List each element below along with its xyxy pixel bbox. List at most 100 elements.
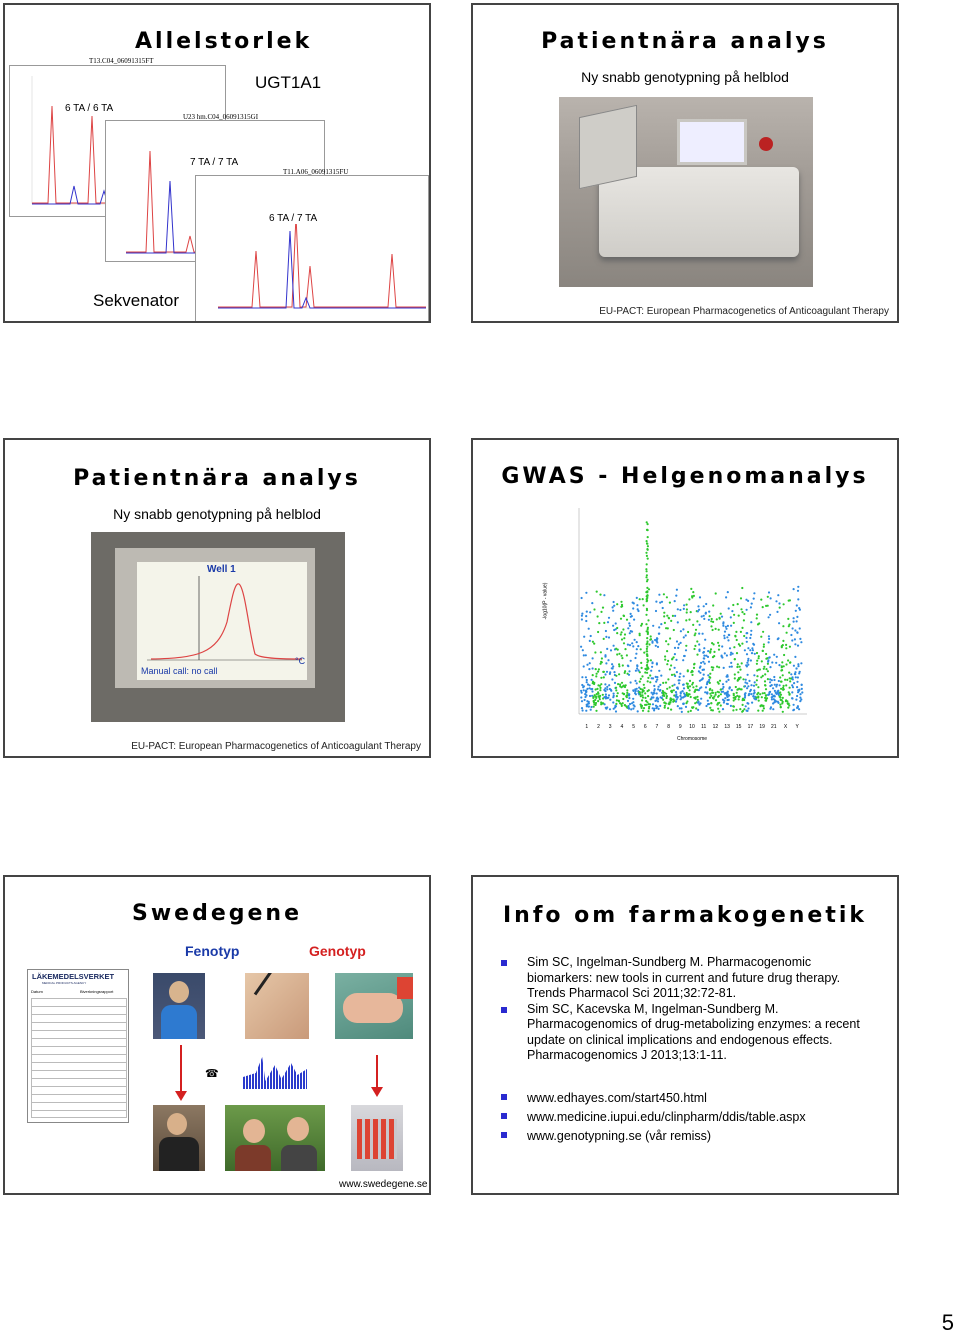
manhattan-point (778, 664, 781, 667)
manhattan-point (788, 599, 791, 602)
manhattan-point (593, 694, 596, 697)
manhattan-point (792, 588, 795, 591)
manhattan-point (604, 687, 607, 690)
manhattan-point (744, 692, 747, 695)
manhattan-point (616, 653, 619, 656)
manhattan-point (627, 627, 630, 630)
manhattan-point (629, 615, 632, 618)
manhattan-point (651, 677, 655, 680)
manhattan-point (741, 586, 744, 590)
manhattan-point (757, 695, 760, 698)
manhattan-point (647, 695, 650, 698)
manhattan-point (581, 649, 584, 652)
manhattan-point (625, 695, 628, 698)
manhattan-point (655, 692, 658, 695)
manhattan-point (585, 591, 588, 594)
manhattan-point (747, 685, 750, 688)
manhattan-point (793, 638, 796, 641)
manhattan-point (682, 636, 685, 639)
manhattan-point (679, 630, 682, 633)
manhattan-point (639, 648, 642, 651)
manhattan-point (755, 696, 758, 699)
manhattan-point (647, 676, 650, 679)
manhattan-point (693, 690, 696, 693)
manhattan-point (653, 709, 656, 712)
manhattan-point (688, 618, 691, 621)
manhattan-point (621, 657, 624, 660)
manhattan-point (601, 693, 604, 696)
swedegene-url[interactable]: www.swedegene.se (339, 1179, 428, 1190)
manhattan-point (612, 701, 615, 704)
manhattan-point (723, 634, 726, 637)
manhattan-point (594, 701, 598, 705)
manhattan-point (740, 662, 743, 665)
manhattan-point (675, 658, 678, 661)
manhattan-point (741, 709, 745, 712)
manhattan-point (685, 619, 688, 622)
manhattan-point (642, 707, 646, 710)
manhattan-point (729, 653, 732, 656)
manhattan-point (703, 662, 706, 665)
manhattan-point (685, 603, 688, 606)
manhattan-point (781, 702, 784, 705)
manhattan-point (607, 694, 611, 697)
manhattan-point (585, 615, 588, 618)
manhattan-point (778, 606, 781, 609)
manhattan-point (698, 623, 701, 626)
manhattan-point (704, 686, 708, 689)
manhattan-point (623, 633, 627, 636)
manhattan-point (712, 666, 715, 669)
manhattan-point (708, 678, 711, 681)
manhattan-point (656, 678, 659, 681)
manhattan-point (728, 687, 731, 690)
manhattan-point (589, 634, 592, 638)
manhattan-point (739, 668, 742, 671)
manhattan-point (606, 621, 610, 624)
manhattan-point (749, 659, 752, 662)
manhattan-point (773, 683, 776, 686)
manhattan-point (722, 621, 725, 624)
manhattan-point (780, 680, 783, 683)
x-tick-label: 17 (748, 724, 754, 730)
manhattan-point (698, 608, 701, 611)
manhattan-point (580, 614, 583, 617)
slide-title: Swedegene (131, 901, 302, 926)
manhattan-point (794, 655, 797, 658)
manhattan-point (745, 598, 748, 601)
manhattan-point (682, 675, 685, 678)
manhattan-point (687, 630, 690, 634)
manhattan-point (721, 687, 724, 690)
link-item[interactable]: www.medicine.iupui.edu/clinpharm/ddis/ta… (501, 1108, 871, 1127)
manhattan-point (753, 674, 756, 677)
manhattan-point (667, 616, 670, 619)
manhattan-point (793, 682, 796, 685)
manhattan-point (648, 705, 651, 708)
manhattan-peak-point (645, 613, 648, 616)
manhattan-point (633, 618, 636, 621)
manhattan-point (797, 689, 800, 692)
manhattan-point (762, 643, 765, 646)
manhattan-point (593, 642, 596, 645)
manhattan-point (797, 663, 800, 666)
manhattan-point (739, 688, 742, 691)
manhattan-point (682, 687, 686, 690)
manhattan-point (710, 709, 713, 712)
link-item[interactable]: www.edhayes.com/start450.html (501, 1089, 871, 1108)
manhattan-point (667, 643, 670, 646)
manhattan-point (591, 682, 594, 685)
link-item[interactable]: www.genotypning.se (vår remiss) (501, 1127, 871, 1146)
manhattan-point (722, 624, 725, 627)
manhattan-point (787, 702, 790, 705)
manhattan-point (623, 704, 626, 707)
manhattan-point (723, 692, 726, 695)
manhattan-point (602, 637, 605, 640)
manhattan-point (637, 645, 640, 648)
manhattan-point (719, 704, 722, 707)
manhattan-point (606, 688, 609, 691)
manhattan-point (696, 640, 699, 643)
manhattan-point (799, 696, 802, 699)
manhattan-point (747, 659, 750, 662)
manhattan-point (797, 585, 800, 588)
manhattan-point (690, 587, 693, 590)
manhattan-point (726, 675, 729, 678)
